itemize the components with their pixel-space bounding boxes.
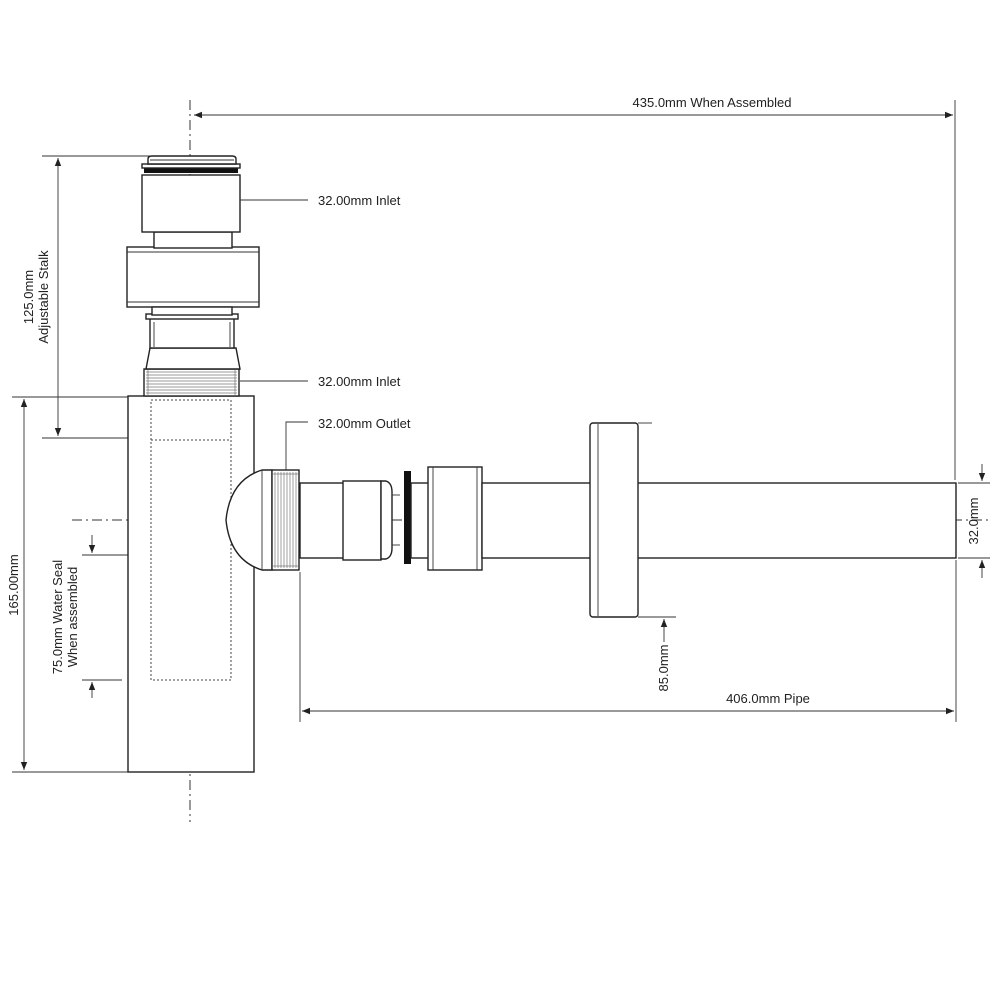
horizontal-pipe [481, 482, 957, 559]
label-pipe-length: 406.0mm Pipe [726, 691, 810, 706]
stalk-tube [149, 315, 235, 349]
dimension-pipe-diameter: 32.0mm [958, 464, 990, 578]
pipe-collar [342, 480, 382, 561]
stalk-nut [126, 246, 260, 308]
body-thread [143, 368, 240, 397]
dimension-flange-offset: 85.0mm [656, 619, 671, 691]
stalk-cone [145, 347, 241, 370]
outlet-pipe-short [299, 482, 345, 559]
label-adjustable-stalk-name: Adjustable Stalk [36, 250, 51, 344]
top-seal-ring [144, 168, 238, 173]
label-water-seal-value: 75.0mm Water Seal [50, 560, 65, 675]
label-pipe-diameter: 32.0mm [966, 498, 981, 545]
pipe-collar-lip [380, 480, 393, 560]
label-inlet-mid: 32.00mm Inlet [318, 374, 401, 389]
label-total-height: 165.00mm [6, 554, 21, 615]
outlet-thread [271, 469, 300, 571]
dimension-pipe-length: 406.0mm Pipe [299, 560, 957, 722]
inlet-connector [141, 174, 241, 233]
label-outlet: 32.00mm Outlet [318, 416, 411, 431]
outlet-pipe-mid [410, 482, 430, 559]
label-flange-offset: 85.0mm [656, 645, 671, 692]
upper-inlet-tube [153, 231, 233, 249]
label-assembled-width: 435.0mm When Assembled [633, 95, 792, 110]
trap-body [127, 395, 255, 773]
dimension-total-height: 165.00mm [6, 396, 128, 773]
outlet-o-ring [404, 471, 411, 564]
label-adjustable-stalk-value: 125.0mm [21, 270, 36, 324]
leader-outlet [285, 421, 308, 470]
nut-lower-collar [151, 306, 233, 316]
connector-nut [427, 466, 483, 571]
dimension-assembled-width: 435.0mm When Assembled [194, 95, 956, 480]
label-water-seal-note: When assembled [65, 567, 80, 667]
label-inlet-top: 32.00mm Inlet [318, 193, 401, 208]
outlet-dome [225, 469, 273, 571]
wall-flange [589, 422, 639, 618]
